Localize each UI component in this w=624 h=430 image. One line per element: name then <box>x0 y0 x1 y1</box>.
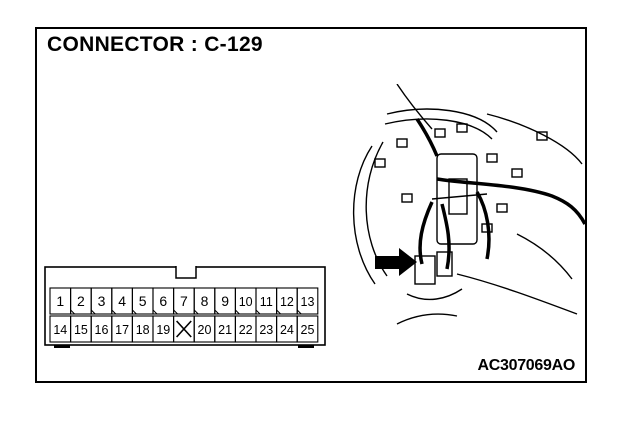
steering-column-illustration <box>352 84 587 325</box>
pin-number-label: 13 <box>301 295 315 309</box>
pin-number-label: 14 <box>53 323 67 337</box>
pin-number-label: 25 <box>301 323 315 337</box>
pin-number-label: 23 <box>259 323 273 337</box>
pin-number-label: 5 <box>139 293 147 309</box>
connector-cavity <box>296 315 319 343</box>
connector-pointer-arrow <box>375 248 417 276</box>
pin-number-label: 8 <box>201 293 209 309</box>
pin-number-label: 16 <box>95 323 109 337</box>
pin-number-label: 19 <box>156 323 170 337</box>
connector-foot-left <box>54 345 70 348</box>
pin-number-label: 17 <box>115 323 129 337</box>
pin-number-label: 20 <box>198 323 212 337</box>
pin-number-label: 9 <box>221 293 229 309</box>
connector-latch <box>175 266 197 279</box>
diagram-title: CONNECTOR : C-129 <box>47 33 263 56</box>
pin-number-label: 4 <box>118 293 126 309</box>
pin-number-label: 21 <box>218 323 232 337</box>
pin-number-label: 24 <box>280 323 294 337</box>
connector-cavity <box>296 287 319 315</box>
pin-number-label: 6 <box>159 293 167 309</box>
pin-number-label: 22 <box>239 323 253 337</box>
pin-number-label: 15 <box>74 323 88 337</box>
connector-foot-right <box>298 345 314 348</box>
pin-number-label: 1 <box>56 293 64 309</box>
pin-number-label: 3 <box>98 293 106 309</box>
pin-number-label: 2 <box>77 293 85 309</box>
figure-code: AC307069AO <box>477 357 575 374</box>
steering-wheel-rim <box>352 145 376 285</box>
pin-number-label: 10 <box>239 295 253 309</box>
wiring-harness <box>415 118 587 270</box>
pin-number-label: 11 <box>260 295 273 309</box>
pin-number-label: 7 <box>180 293 188 309</box>
pin-number-label: 18 <box>136 323 150 337</box>
pin-number-label: 12 <box>280 295 294 309</box>
empty-cavity-mark <box>176 320 192 338</box>
